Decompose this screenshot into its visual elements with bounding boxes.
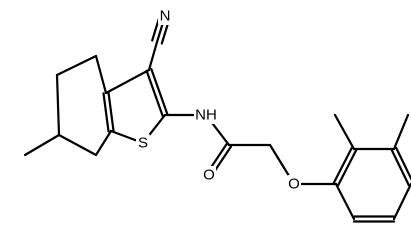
atom-label-layer: N S NH O O [136, 7, 301, 193]
double-bond-line [332, 146, 353, 184]
single-bond [23, 133, 61, 157]
double-bond-line [107, 91, 115, 132]
atom-label-background [287, 175, 301, 193]
atom-label-o-ether: O [288, 176, 300, 193]
atom-label-n-nitrile: N [160, 8, 171, 25]
atom-label-background [194, 106, 218, 124]
single-bond [94, 54, 108, 95]
atom-label-background [202, 166, 216, 184]
single-bond [104, 68, 151, 95]
atom-label-o-carbonyl: O [203, 167, 215, 184]
single-bond [57, 133, 98, 157]
single-bond [55, 73, 61, 137]
atom-label-background [158, 7, 172, 25]
double-bond-line [150, 68, 169, 116]
atom-label-background [136, 134, 150, 152]
double-bond-line [390, 149, 410, 187]
single-bond [55, 54, 98, 77]
single-bond [334, 182, 356, 221]
double-bond-line [337, 149, 358, 187]
single-bond [392, 182, 411, 221]
atom-label-s1: S [138, 135, 148, 152]
double-bond-line [102, 92, 110, 133]
single-bond [147, 40, 159, 72]
single-bond [333, 113, 356, 151]
atom-label-n-amide: NH [195, 107, 217, 124]
single-bond [94, 129, 113, 157]
double-bond-line [395, 146, 411, 181]
single-bond [392, 113, 410, 151]
double-bond-line [145, 69, 164, 117]
chemical-structure-diagram: N S NH O O [23, 7, 411, 223]
